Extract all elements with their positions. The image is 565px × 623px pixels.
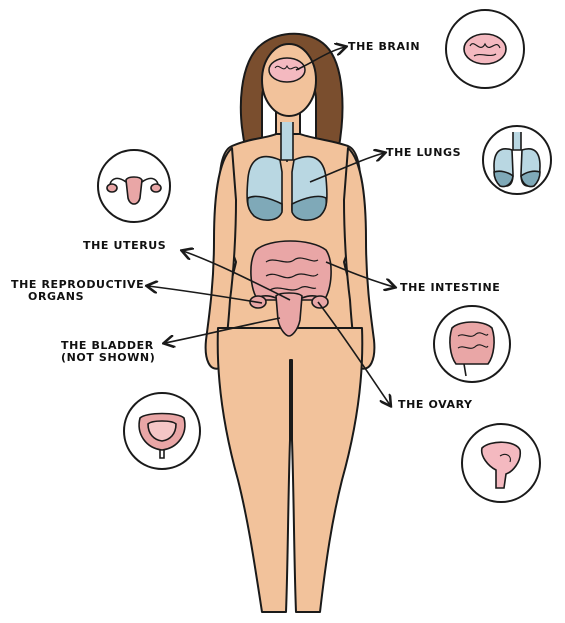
label-brain: THE BRAIN: [348, 41, 420, 53]
label-intestine: THE INTESTINE: [400, 282, 500, 294]
brain-icon: [446, 10, 524, 88]
lungs-icon: [483, 126, 551, 194]
label-reproductive-organs: THE REPRODUCTIVE ORGANS: [11, 279, 144, 303]
intestine-organ: [251, 241, 331, 300]
label-bladder: THE BLADDER (NOT SHOWN): [61, 340, 155, 364]
uterus-icon: [98, 150, 170, 222]
label-uterus: THE UTERUS: [83, 240, 166, 252]
ovary-icon: [462, 424, 540, 502]
label-lungs: THE LUNGS: [386, 147, 461, 159]
body-figure: [206, 110, 375, 612]
intestine-icon: [434, 306, 510, 382]
label-reproductive-line2: ORGANS: [11, 291, 144, 303]
label-ovary: THE OVARY: [398, 399, 473, 411]
label-bladder-line2: (NOT SHOWN): [61, 352, 155, 364]
brain-organ: [269, 58, 305, 82]
bladder-icon: [124, 393, 200, 469]
